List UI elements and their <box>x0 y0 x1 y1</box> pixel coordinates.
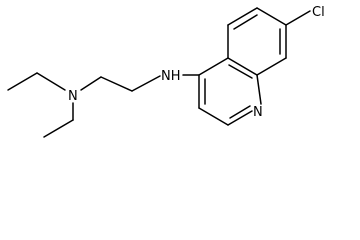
bond-c4-c4a <box>198 57 229 76</box>
bond-c4a-c8a <box>227 57 258 76</box>
bond-c4a-c8a-inner <box>228 64 253 79</box>
bond-c2-n1-inner <box>229 105 251 119</box>
bond-linker-nh <box>131 75 161 92</box>
bond-c5-c6-inner <box>233 14 258 30</box>
bond-c6-c7 <box>256 7 287 26</box>
bond-linker <box>100 76 133 92</box>
ring-nitrogen-label: N <box>253 105 263 120</box>
chlorine-label: Cl <box>312 5 325 20</box>
bond-c8-c8a <box>256 57 287 76</box>
bond-c7-cl <box>285 10 311 26</box>
bonds <box>7 7 311 138</box>
molecule-diagram: Cl NH N N <box>7 5 325 138</box>
bond-ethyl1-ch3-ch2 <box>7 72 38 91</box>
bond-c5-c6 <box>227 7 258 26</box>
bond-n1-c8a <box>256 74 262 105</box>
atom-labels: Cl NH N N <box>68 5 325 120</box>
amine-nh-label: NH <box>161 69 181 84</box>
structure-canvas: Cl NH N N <box>7 5 325 138</box>
bond-ethyl2-ch2-ch3 <box>43 119 74 138</box>
diethyl-nitrogen-label: N <box>68 89 78 104</box>
bond-c2-n1 <box>227 110 253 126</box>
bond-c3-c2 <box>198 107 229 126</box>
bond-n-linker <box>80 76 102 91</box>
bond-ethyl1-ch2-n <box>36 72 66 91</box>
